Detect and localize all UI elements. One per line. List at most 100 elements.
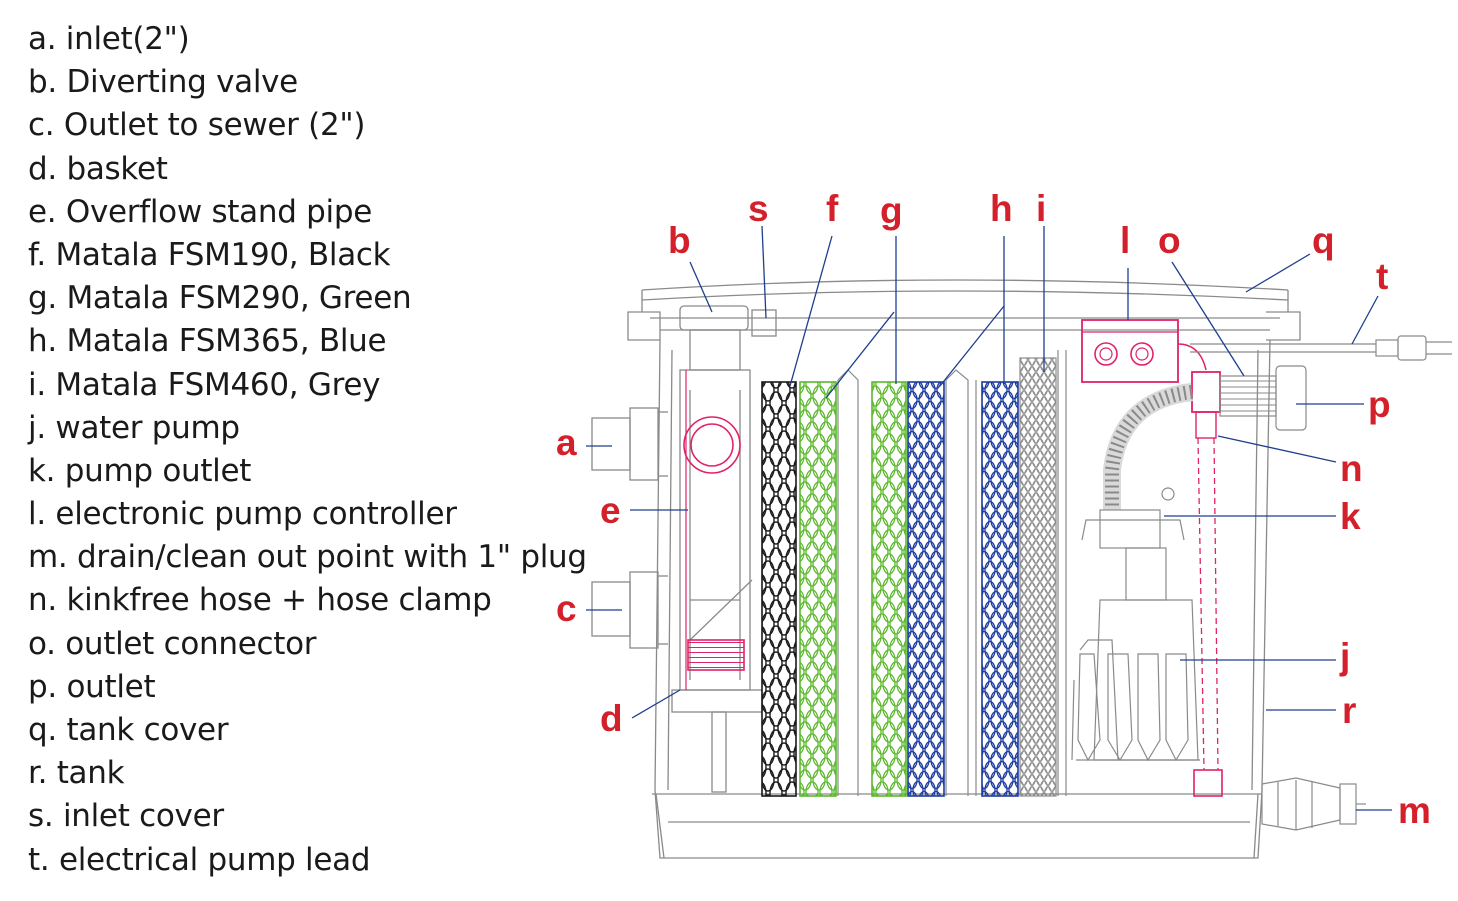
legend-item-k: k. pump outlet: [28, 450, 587, 493]
legend-text-h: h. Matala FSM365, Blue: [28, 323, 387, 360]
legend-text-i: i. Matala FSM460, Grey: [28, 366, 381, 403]
leader-o: [1171, 261, 1245, 377]
callout-o: o: [1158, 220, 1181, 261]
standpipe-pink-parts: [683, 370, 745, 690]
water-pump-body: [1093, 599, 1199, 761]
legend-text-b: b. Diverting valve: [28, 64, 298, 101]
drain-outlet: [1261, 777, 1341, 831]
callout-g: g: [880, 190, 903, 231]
legend-item-s: s. inlet cover: [28, 795, 587, 838]
callout-c: c: [556, 588, 577, 629]
media-green-fsm290-b: [871, 381, 907, 797]
legend-text-f: f. Matala FSM190, Black: [28, 236, 391, 273]
pump-assembly: [1071, 319, 1452, 831]
legend-text-m: m. drain/clean out point with 1" plug: [28, 539, 587, 576]
legend-text-k: k. pump outlet: [28, 452, 252, 489]
legend-text-s: s. inlet cover: [28, 798, 224, 835]
legend-item-h: h. Matala FSM365, Blue: [28, 320, 587, 363]
outlet-flange: [1275, 365, 1307, 431]
media-black-fsm190: [761, 381, 797, 797]
inlet-cover: [751, 309, 777, 337]
media-blue-fsm365-b: [981, 381, 1019, 797]
leader-h2: [939, 305, 1005, 387]
legend-item-r: r. tank: [28, 752, 587, 795]
legend-item-p: p. outlet: [28, 666, 587, 709]
leader-q: [1245, 253, 1311, 293]
legend-item-f: f. Matala FSM190, Black: [28, 234, 587, 277]
legend-text-d: d. basket: [28, 150, 168, 187]
callout-a: a: [556, 422, 577, 463]
standpipe-thread: [687, 639, 745, 671]
legend-item-a: a. inlet(2"): [28, 18, 587, 61]
leader-d: [631, 689, 681, 719]
legend-text-a: a. inlet(2"): [28, 21, 190, 57]
leader-g2: [825, 311, 895, 399]
callout-e: e: [600, 490, 621, 531]
callout-i: i: [1036, 188, 1047, 229]
pump-neck: [1125, 547, 1167, 601]
callout-b: b: [668, 220, 691, 261]
legend-text-p: p. outlet: [28, 668, 156, 705]
leader-b: [689, 261, 713, 313]
legend-item-q: q. tank cover: [28, 709, 587, 752]
callout-l: l: [1120, 220, 1131, 261]
legend-text-g: g. Matala FSM290, Green: [28, 280, 412, 317]
legend-text-q: q. tank cover: [28, 712, 229, 748]
legend-item-l: l. electronic pump controller: [28, 493, 587, 536]
legend-item-e: e. Overflow stand pipe: [28, 191, 587, 234]
legend-item-t: t. electrical pump lead: [28, 839, 587, 882]
chamber-partitions: [837, 350, 1067, 796]
legend-text-o: o. outlet connector: [28, 625, 317, 662]
legend-text-n: n. kinkfree hose + hose clamp: [28, 582, 492, 619]
callout-k: k: [1340, 496, 1361, 537]
pump-outlet-pipe: [1197, 437, 1205, 771]
legend-text-c: c. Outlet to sewer (2"): [28, 107, 366, 144]
pump-fins: [1077, 653, 1189, 762]
callout-d: d: [600, 698, 623, 739]
tank-walls: [654, 339, 1271, 859]
callout-q: q: [1312, 220, 1335, 261]
callout-p: p: [1368, 384, 1391, 425]
legend-text-r: r. tank: [28, 755, 125, 792]
legend-text-e: e. Overflow stand pipe: [28, 193, 372, 230]
legend-item-g: g. Matala FSM290, Green: [28, 277, 587, 320]
legend-item-j: j. water pump: [28, 407, 587, 450]
leader-lines: [586, 225, 1392, 811]
callout-n: n: [1340, 448, 1363, 489]
outlet-connector: [1191, 371, 1221, 413]
legend-item-o: o. outlet connector: [28, 623, 587, 666]
legend-item-b: b. Diverting valve: [28, 61, 587, 104]
callout-m: m: [1398, 790, 1431, 831]
media-blue-fsm365-a: [907, 381, 945, 797]
callout-j: j: [1340, 636, 1351, 677]
legend-item-n: n. kinkfree hose + hose clamp: [28, 579, 587, 622]
inlet-fitting: [591, 417, 631, 471]
tank-body: [627, 279, 1301, 859]
leader-n: [1217, 435, 1337, 463]
inlet-port-ring: [683, 416, 741, 474]
leader-t: [1351, 295, 1379, 345]
legend-list: a. inlet(2") b. Diverting valve c. Outle…: [28, 18, 587, 882]
legend-item-c: c. Outlet to sewer (2"): [28, 104, 587, 147]
legend-text-l: l. electronic pump controller: [28, 496, 457, 533]
outlet-pipe: [1219, 375, 1277, 417]
callout-r: r: [1342, 690, 1357, 731]
callout-s: s: [748, 188, 769, 229]
media-grey-fsm460: [1019, 357, 1057, 797]
legend-text-j: j. water pump: [28, 409, 240, 446]
tank-cover-top: [641, 279, 1289, 291]
callout-t: t: [1376, 256, 1389, 297]
media-green-fsm290-a: [799, 381, 837, 797]
filter-media: [761, 357, 1057, 797]
legend-item-d: d. basket: [28, 148, 587, 191]
callout-f: f: [826, 188, 839, 229]
legend-item-i: i. Matala FSM460, Grey: [28, 364, 587, 407]
kinkfree-hose: [1103, 383, 1194, 510]
leader-f: [789, 235, 833, 387]
callout-h: h: [990, 188, 1013, 229]
legend-text-t: t. electrical pump lead: [28, 841, 371, 878]
leader-s: [761, 225, 767, 319]
basket-base: [671, 689, 763, 713]
legend-item-m: m. drain/clean out point with 1" plug: [28, 536, 587, 579]
